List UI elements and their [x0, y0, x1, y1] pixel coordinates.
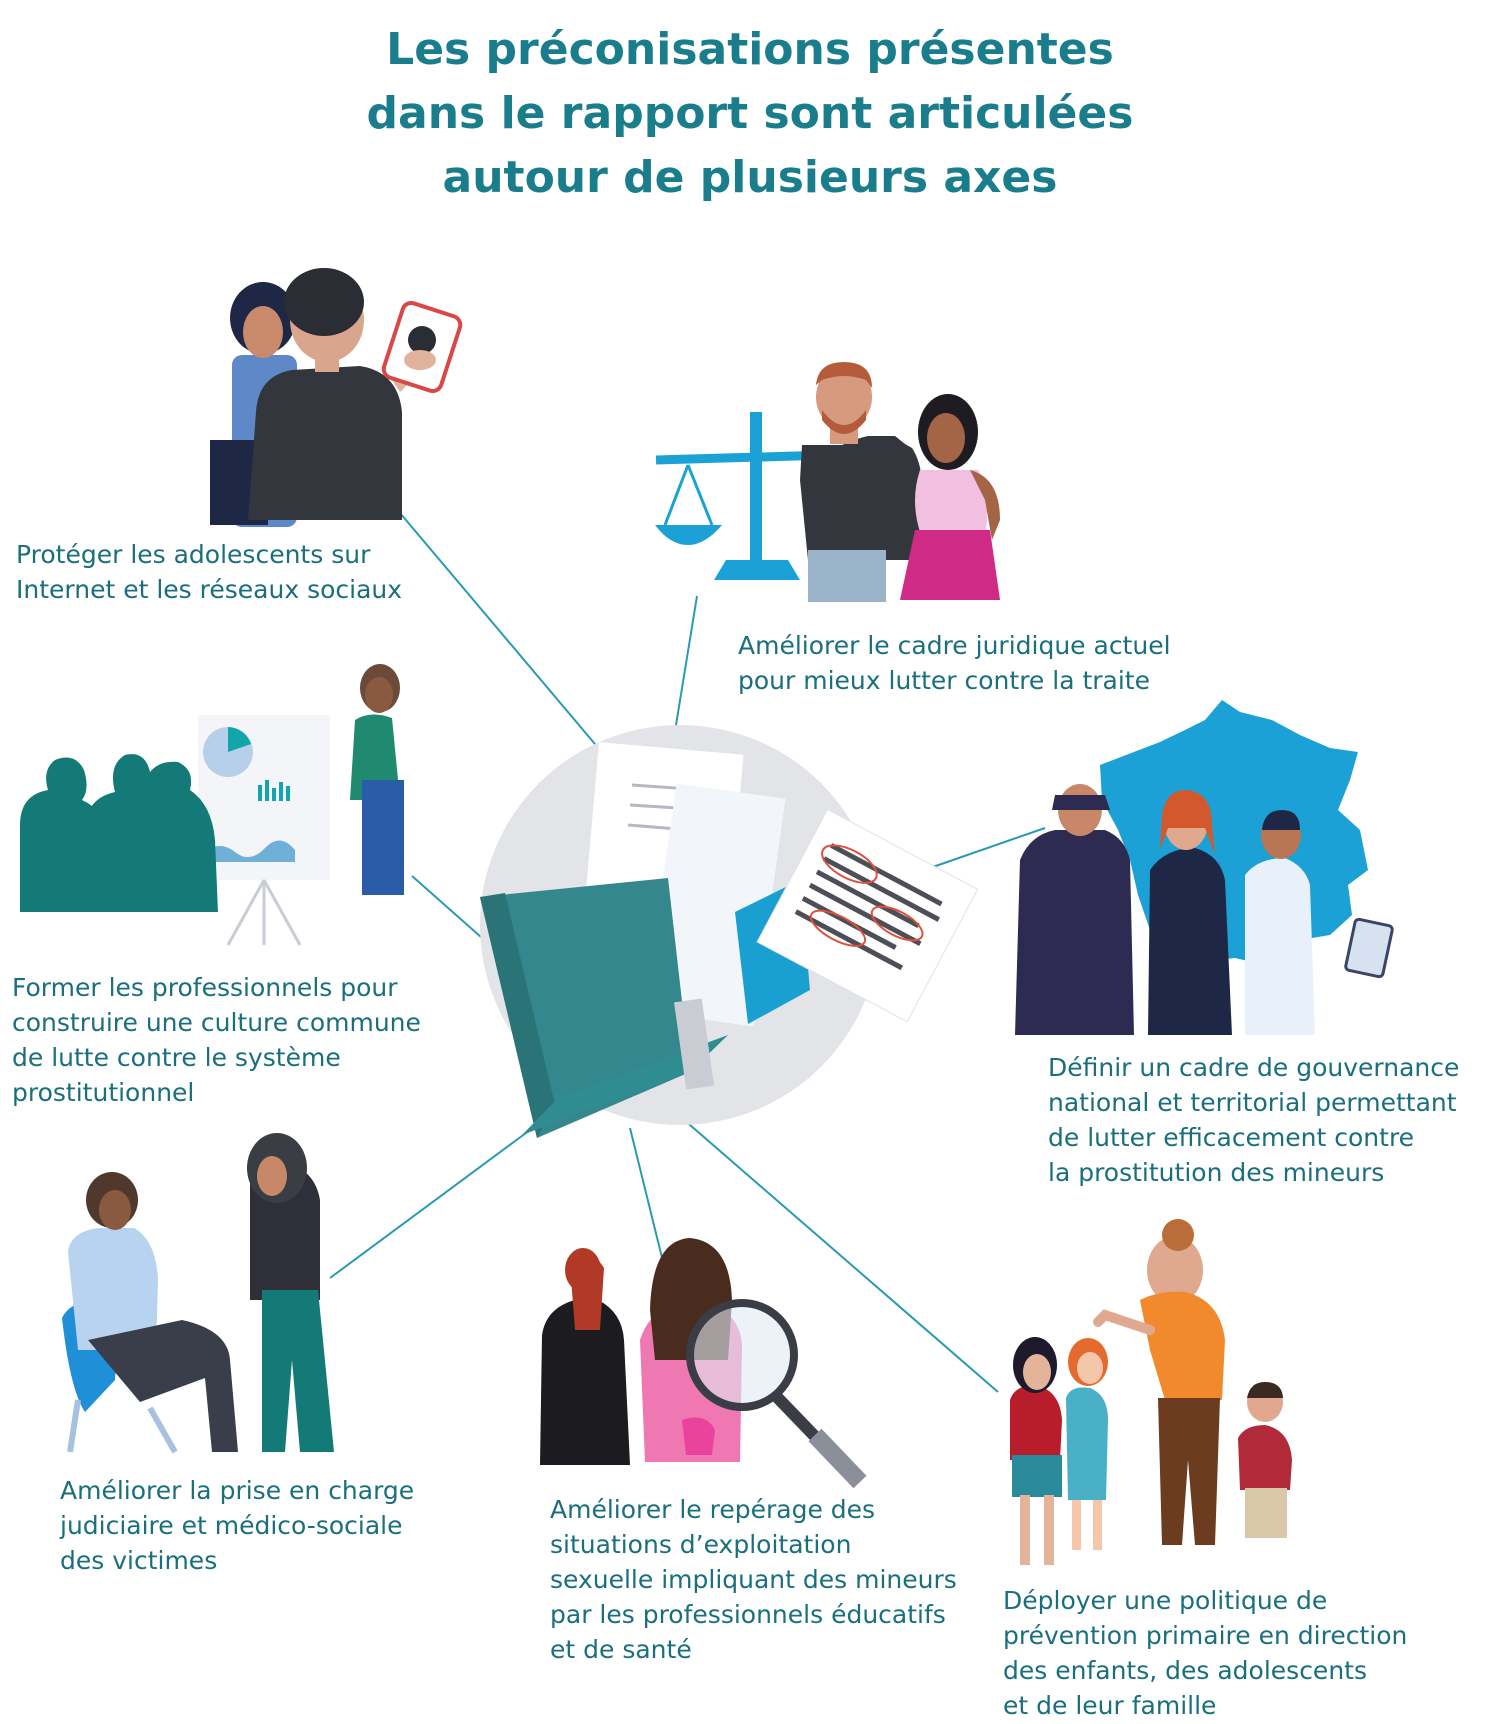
caption-line: Définir un cadre de gouvernance: [1048, 1053, 1460, 1082]
caption-line: de lutte contre le système: [12, 1043, 341, 1072]
caption-line: la prostitution des mineurs: [1048, 1158, 1385, 1187]
france-map-professionals-icon: [1015, 700, 1394, 1035]
caption-axe3: Former les professionnels pour construir…: [12, 970, 421, 1110]
caption-axe2: Améliorer le cadre juridique actuel pour…: [738, 628, 1171, 698]
report-folder-icon: [480, 725, 979, 1138]
justice-scale-icon: [655, 362, 1000, 602]
teens-phone-icon: [210, 268, 463, 527]
caption-axe7: Déployer une politique de prévention pri…: [1003, 1583, 1407, 1723]
page-title: Les préconisations présentes dans le rap…: [250, 18, 1250, 210]
caption-line: construire une culture commune: [12, 1008, 421, 1037]
caption-line: Améliorer la prise en charge: [60, 1476, 415, 1505]
caption-line: sexuelle impliquant des mineurs: [550, 1565, 957, 1594]
title-line: dans le rapport sont articulées: [366, 88, 1134, 139]
connector-lines: [329, 512, 1046, 1393]
connector-axe5: [329, 1129, 531, 1279]
caption-line: des victimes: [60, 1546, 218, 1575]
caption-line: et de santé: [550, 1635, 692, 1664]
connector-axe1: [399, 512, 601, 751]
caption-line: national et territorial permettant: [1048, 1088, 1457, 1117]
caption-axe6: Améliorer le repérage des situations d’e…: [550, 1492, 957, 1667]
caption-line: prostitutionnel: [12, 1078, 195, 1107]
connector-axe7: [674, 1111, 999, 1393]
caption-axe1: Protéger les adolescents sur Internet et…: [16, 537, 402, 607]
connector-axe3: [411, 875, 491, 946]
caption-line: situations d’exploitation: [550, 1530, 852, 1559]
caption-line: Améliorer le repérage des: [550, 1495, 876, 1524]
counseling-victims-icon: [62, 1133, 334, 1454]
caption-line: pour mieux lutter contre la traite: [738, 666, 1150, 695]
magnifier-detection-icon: [540, 1238, 867, 1489]
caption-line: des enfants, des adolescents: [1003, 1656, 1367, 1685]
caption-line: Déployer une politique de: [1003, 1586, 1328, 1615]
caption-axe4: Définir un cadre de gouvernance national…: [1048, 1050, 1459, 1190]
caption-line: prévention primaire en direction: [1003, 1621, 1408, 1650]
family-prevention-icon: [1010, 1219, 1292, 1565]
caption-line: et de leur famille: [1003, 1691, 1217, 1720]
caption-axe5: Améliorer la prise en charge judiciaire …: [60, 1473, 414, 1578]
caption-line: Internet et les réseaux sociaux: [16, 575, 403, 604]
caption-line: Protéger les adolescents sur: [16, 540, 371, 569]
title-line: Les préconisations présentes: [386, 24, 1114, 75]
caption-line: Former les professionnels pour: [12, 973, 398, 1002]
caption-line: de lutter efficacement contre: [1048, 1123, 1415, 1152]
connector-axe4: [929, 827, 1046, 869]
title-line: autour de plusieurs axes: [442, 152, 1058, 203]
annotated-document: [756, 808, 979, 1023]
caption-line: Améliorer le cadre juridique actuel: [738, 631, 1171, 660]
training-presentation-icon: [20, 664, 404, 946]
caption-line: par les professionnels éducatifs: [550, 1600, 946, 1629]
caption-line: judiciaire et médico-sociale: [60, 1511, 403, 1540]
